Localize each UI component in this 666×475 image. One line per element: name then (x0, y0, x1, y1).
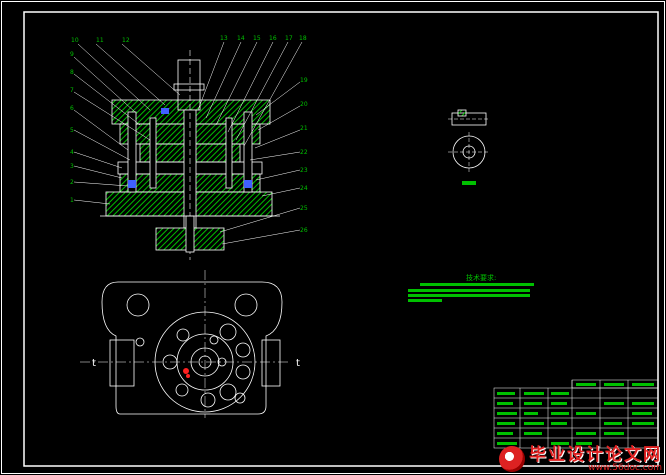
title-cell (524, 432, 542, 435)
title-cell (497, 412, 517, 415)
callout-1: 1 (70, 197, 74, 204)
title-cell (604, 402, 624, 405)
title-cell (524, 402, 542, 405)
title-cell (576, 432, 596, 435)
watermark-logo-icon (499, 446, 525, 472)
inner-border (23, 11, 659, 467)
title-cell (632, 422, 654, 425)
callout-17: 17 (285, 35, 293, 42)
title-block (493, 379, 659, 449)
title-cell (497, 392, 515, 395)
title-cell (632, 402, 654, 405)
callout-5: 5 (70, 127, 74, 134)
title-cell (576, 412, 596, 415)
callout-18: 18 (299, 35, 307, 42)
title-block-text (497, 383, 654, 445)
callout-13: 13 (220, 35, 228, 42)
title-cell (576, 383, 596, 386)
callout-3: 3 (70, 163, 74, 170)
svg-text:t: t (92, 358, 96, 369)
callout-19: 19 (300, 77, 308, 84)
title-cell (497, 442, 517, 445)
callout-23: 23 (300, 167, 308, 174)
title-cell (497, 432, 513, 435)
callout-20: 20 (300, 101, 308, 108)
title-cell (551, 392, 569, 395)
callout-25: 25 (300, 205, 308, 212)
title-cell (551, 402, 567, 405)
callout-26: 26 (300, 227, 308, 234)
title-cell (632, 412, 652, 415)
title-cell (497, 422, 515, 425)
detail-view (448, 109, 490, 185)
callout-leaders (73, 41, 303, 245)
callout-10: 10 (71, 37, 79, 44)
callout-16: 16 (269, 35, 277, 42)
callout-8: 8 (70, 69, 74, 76)
title-cell (524, 422, 544, 425)
assembly-section-view (100, 50, 280, 260)
callout-2: 2 (70, 179, 74, 186)
title-cell (551, 422, 567, 425)
tech-title: 技术要求: (466, 273, 496, 282)
technical-requirements: 技术要求: (408, 273, 534, 302)
callout-9: 9 (70, 51, 74, 58)
title-cell (576, 442, 592, 445)
watermark-url: www.56doc.com (588, 462, 662, 473)
title-cell (632, 383, 654, 386)
callout-7: 7 (70, 87, 74, 94)
title-cell (551, 412, 569, 415)
title-cell (604, 383, 624, 386)
title-cell (604, 432, 624, 435)
callout-14: 14 (237, 35, 245, 42)
plan-view: t t (80, 270, 300, 418)
callout-21: 21 (300, 125, 308, 132)
title-cell (604, 422, 622, 425)
title-cell (524, 392, 544, 395)
callout-12: 12 (122, 37, 130, 44)
watermark-main: 毕业设计论文网 (529, 444, 662, 465)
callout-22: 22 (300, 149, 308, 156)
callout-24: 24 (300, 185, 308, 192)
title-cell (497, 402, 513, 405)
watermark: 毕业设计论文网 www.56doc.com (499, 445, 662, 473)
title-cell (524, 412, 538, 415)
svg-text:t: t (296, 358, 300, 369)
callout-6: 6 (70, 105, 74, 112)
title-cell (551, 442, 569, 445)
callout-15: 15 (253, 35, 261, 42)
callout-4: 4 (70, 149, 74, 156)
callout-11: 11 (96, 37, 104, 44)
